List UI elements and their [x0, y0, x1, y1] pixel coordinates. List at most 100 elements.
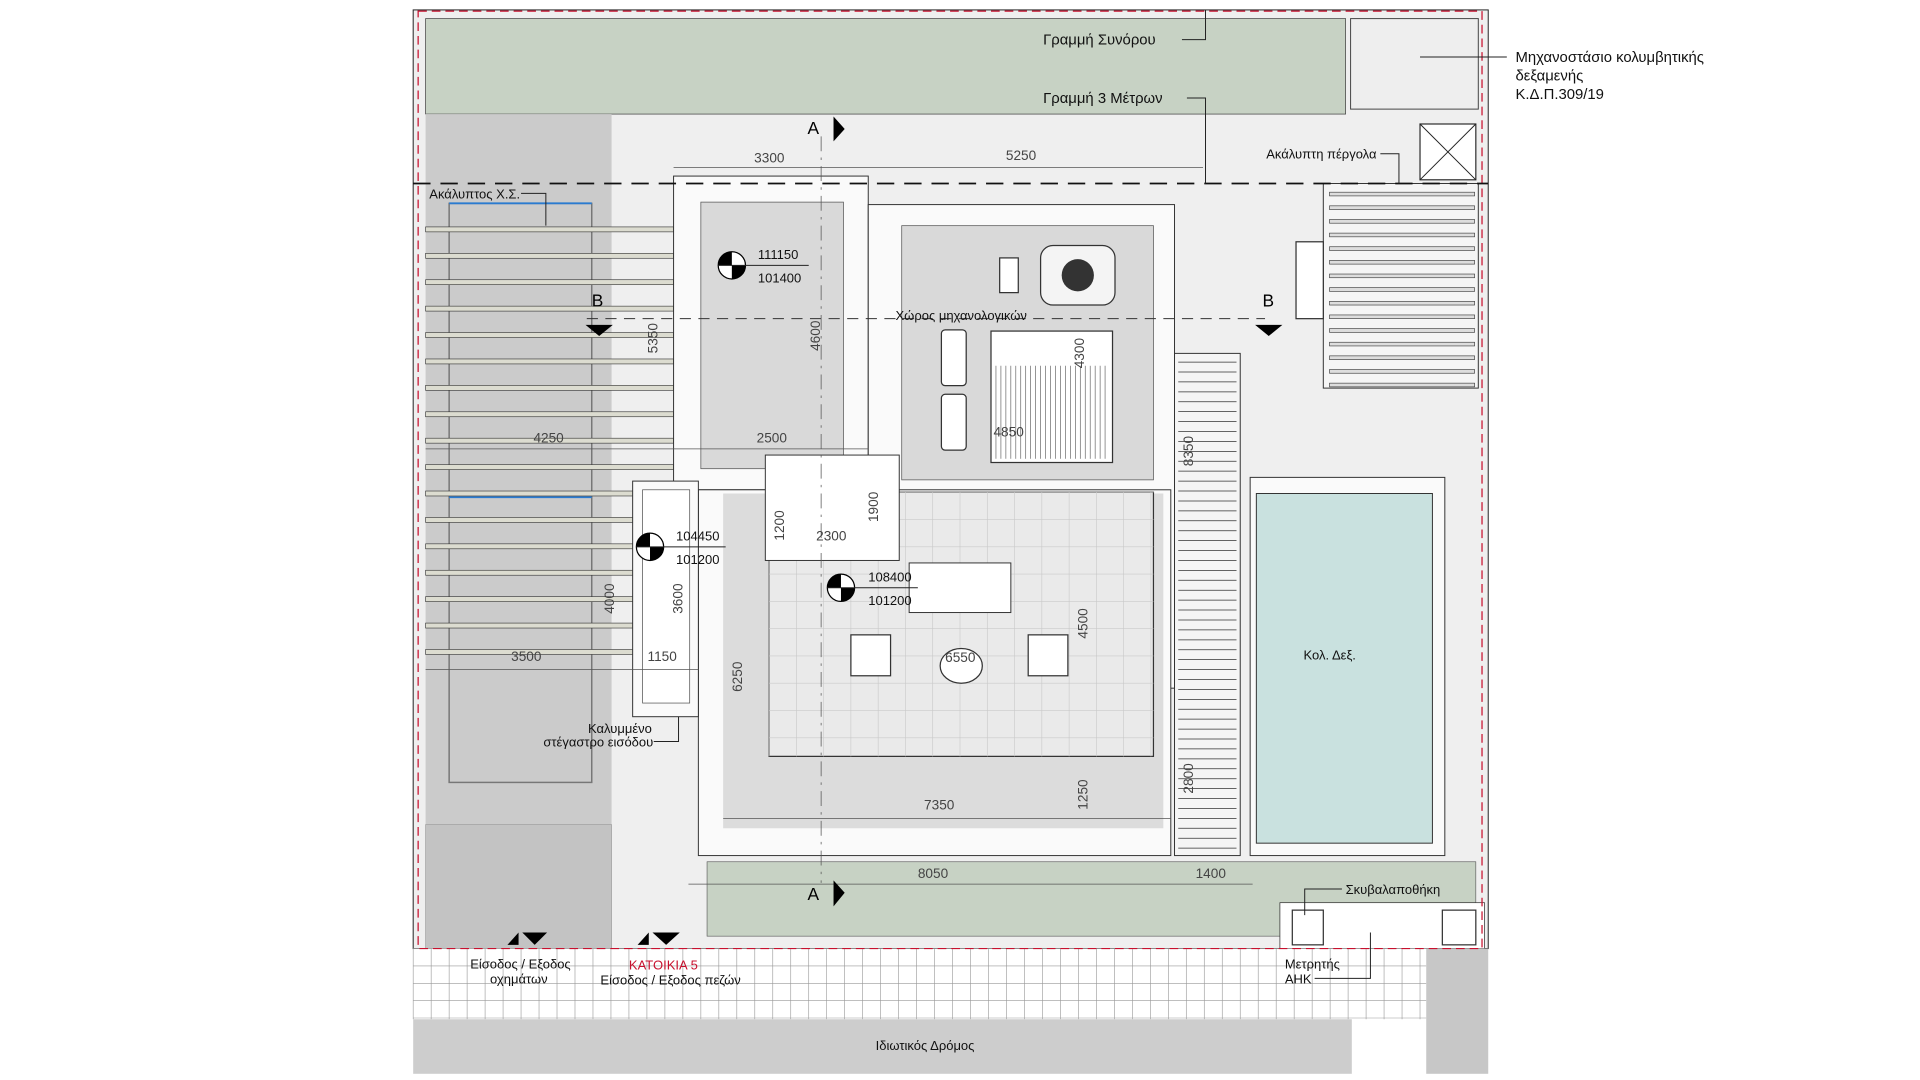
svg-text:8050: 8050 — [918, 866, 949, 881]
coffee-table-icon — [939, 647, 983, 684]
pergola-slat — [1329, 191, 1475, 197]
pergola-slat — [1329, 314, 1475, 319]
svg-text:4250: 4250 — [533, 431, 564, 446]
svg-text:4300: 4300 — [1072, 338, 1087, 369]
leader — [1304, 888, 1342, 916]
svg-text:A: A — [807, 884, 819, 904]
pergola-slat — [425, 305, 674, 312]
right-pergola-slats — [1329, 191, 1475, 388]
meter-label: Μετρητής — [1285, 956, 1340, 971]
pool-machine-room-label: Κ.Δ.Π.309/19 — [1515, 87, 1603, 103]
elevation-marker: 108400 101200 — [826, 570, 918, 608]
private-road — [413, 1019, 1352, 1074]
pedestrian-entry-label: Είσοδος / Εξοδος πεζών — [600, 973, 740, 988]
pool-machine-room — [1350, 18, 1479, 110]
entry-room — [764, 454, 900, 561]
vehicle-entry-label: οχημάτων — [490, 971, 548, 986]
pergola-slat — [1329, 300, 1475, 306]
svg-text:2300: 2300 — [816, 529, 847, 544]
entry-arrows-icon — [507, 932, 680, 945]
svg-text:5350: 5350 — [645, 323, 660, 354]
canopy-label: στέγαστρο εισόδου — [543, 734, 653, 749]
property-line — [417, 10, 1483, 950]
tank-icon — [940, 393, 967, 451]
private-road-label: Ιδιωτικός Δρόμος — [876, 1038, 975, 1053]
leader — [1314, 932, 1371, 979]
driveway — [425, 824, 612, 949]
side-deck — [1174, 352, 1241, 857]
svg-text:101200: 101200 — [676, 552, 719, 567]
pergola-slat — [425, 253, 674, 259]
meter-box-icon — [1441, 909, 1477, 946]
pergola-slat — [425, 385, 674, 391]
leader — [1380, 153, 1400, 184]
dimension-labels: 3300 5250 4850 4250 2500 2300 3500 1150 … — [511, 148, 1226, 881]
pergola-slat — [425, 358, 674, 365]
svg-text:B: B — [592, 290, 604, 310]
meter-label: ΑΗΚ — [1285, 971, 1312, 986]
svg-text:2800: 2800 — [1181, 763, 1196, 794]
armchair-icon — [850, 634, 892, 677]
svg-text:101200: 101200 — [868, 593, 911, 608]
pergola-slat — [425, 279, 674, 286]
svg-text:7350: 7350 — [924, 798, 955, 813]
left-pergola-slats — [425, 226, 674, 655]
svg-text:4600: 4600 — [808, 320, 823, 351]
sidewalk-grid — [412, 948, 1427, 1020]
pergola-slat — [1329, 341, 1475, 347]
dining-table-icon — [1295, 241, 1324, 320]
elevation-marker: 111150 101400 — [717, 247, 809, 286]
tank-icon — [940, 329, 967, 387]
sidewalk — [413, 948, 1427, 1020]
pergola-slat — [1329, 260, 1475, 265]
refuse-store-label: Σκυβαλαποθήκη — [1346, 882, 1441, 897]
pergola-slat — [425, 332, 674, 338]
leader — [1186, 97, 1207, 184]
pergola-slat — [425, 411, 674, 418]
svg-text:6550: 6550 — [945, 650, 976, 665]
pool-machine-room-label: δεξαμενής — [1515, 69, 1583, 85]
boiler-icon — [999, 257, 1019, 294]
pool-label: Κολ. Δεξ. — [1303, 648, 1355, 663]
canopy-label: Καλυμμένο — [588, 721, 652, 736]
leader — [1181, 9, 1207, 41]
pergola-slat — [1329, 355, 1475, 360]
svg-text:4500: 4500 — [1076, 608, 1091, 639]
section-marker-b-right: B — [1255, 290, 1283, 337]
pergola-slat — [425, 464, 674, 470]
svg-text:101400: 101400 — [758, 271, 801, 286]
pergola-slat — [1329, 246, 1475, 251]
pergola-slat — [1329, 232, 1475, 238]
leader — [653, 716, 680, 742]
pergola-slat — [1329, 328, 1475, 333]
svg-text:1900: 1900 — [866, 491, 881, 522]
mechanical-room-label: Χώρος μηχανολογικών — [896, 308, 1027, 323]
svg-text:104450: 104450 — [676, 529, 719, 544]
entry-canopy-inner — [642, 489, 691, 704]
house-number-label: ΚΑΤΟΙΚΙΑ 5 — [629, 958, 698, 973]
pool-machine-room-label: Μηχανοστάσιο κολυμβητικής — [1515, 50, 1703, 66]
svg-text:1150: 1150 — [648, 649, 678, 664]
pergola-slat — [1329, 287, 1475, 292]
boundary-green-zone — [425, 18, 1346, 115]
pergola-slat — [425, 226, 674, 233]
pergola-slat — [1329, 273, 1475, 279]
pergola-slat — [1329, 205, 1475, 210]
svg-text:1200: 1200 — [772, 510, 787, 541]
svg-text:108400: 108400 — [868, 570, 911, 585]
svg-text:1250: 1250 — [1076, 779, 1091, 810]
open-green-label: Ακάλυπτος Χ.Σ. — [429, 186, 520, 201]
pergola-slat — [1329, 219, 1475, 224]
open-pergola-label: Ακάλυπτη πέργολα — [1266, 147, 1377, 162]
fan-icon — [1061, 259, 1094, 292]
svg-text:3300: 3300 — [754, 150, 785, 165]
svg-text:111150: 111150 — [758, 247, 798, 262]
stair-room — [700, 201, 844, 470]
svg-text:3600: 3600 — [670, 583, 685, 614]
svg-text:5250: 5250 — [1006, 148, 1037, 163]
svg-text:B: B — [1263, 290, 1275, 310]
boundary-line-label: Γραμμή Συνόρου — [1043, 33, 1156, 49]
leader — [521, 192, 547, 226]
road-edge — [1426, 948, 1489, 1074]
